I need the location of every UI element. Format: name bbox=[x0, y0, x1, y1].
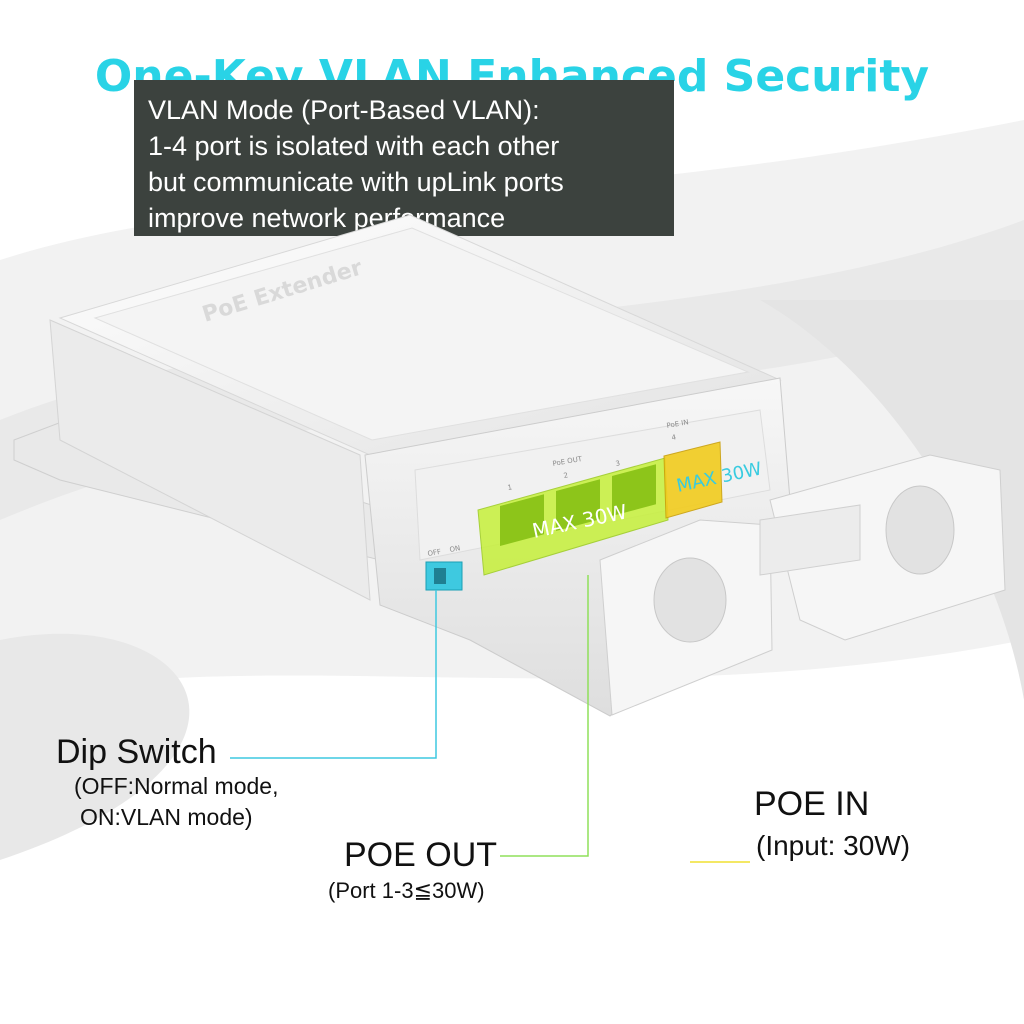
info-line: 1-4 port is isolated with each other bbox=[148, 131, 560, 161]
poe-in-desc: (Input: 30W) bbox=[756, 830, 911, 861]
dip-switch-line2: ON:VLAN mode) bbox=[80, 804, 253, 830]
dip-switch-title: Dip Switch bbox=[56, 733, 217, 771]
switch-off-label: OFF bbox=[427, 548, 442, 558]
port-number-1: 1 bbox=[507, 483, 513, 492]
switch-on-label: ON bbox=[449, 544, 461, 554]
dip-switch-leader bbox=[230, 590, 437, 759]
poe-in-highlight bbox=[663, 441, 723, 519]
port-3 bbox=[612, 464, 656, 517]
poe-in-port-label: PoE IN bbox=[666, 418, 689, 430]
poe-out-desc: (Port 1-3≦30W) bbox=[328, 878, 485, 903]
poe-out-title: POE OUT bbox=[344, 836, 498, 874]
vlan-info-box: VLAN Mode (Port-Based VLAN): 1-4 port is… bbox=[134, 80, 674, 236]
port-1 bbox=[500, 494, 544, 547]
info-line: but communicate with upLink ports bbox=[148, 167, 564, 197]
port-number-2: 2 bbox=[563, 471, 569, 480]
info-line: VLAN Mode (Port-Based VLAN): bbox=[148, 95, 540, 125]
port-2 bbox=[556, 479, 600, 532]
info-line: improve network performance bbox=[148, 203, 506, 233]
poe-in-title: POE IN bbox=[754, 785, 870, 823]
port-number-3: 3 bbox=[615, 459, 621, 468]
port-number-4: 4 bbox=[671, 433, 677, 442]
dip-switch-line1: (OFF:Normal mode, bbox=[74, 773, 279, 799]
poe-out-leader bbox=[500, 575, 589, 857]
